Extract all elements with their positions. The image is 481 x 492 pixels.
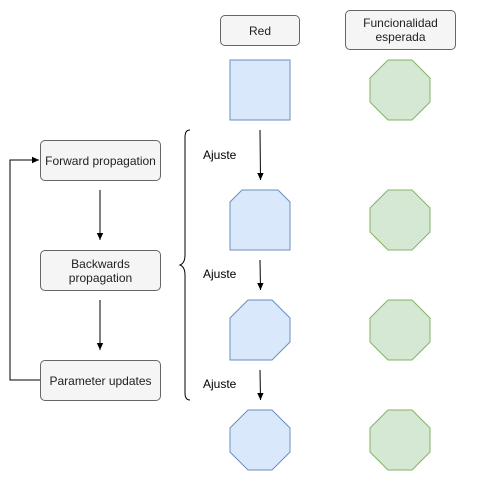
ajuste-label-2: Ajuste xyxy=(203,267,237,281)
header-funcionalidad-esperada: Funcionalidad esperada xyxy=(345,10,456,50)
network-shape-octagon xyxy=(229,409,291,471)
ajuste-label-1: Ajuste xyxy=(203,148,237,162)
expected-shape-octagon-4 xyxy=(369,409,431,471)
ajuste-arrow-2 xyxy=(257,259,264,291)
loop-brace xyxy=(178,129,191,401)
forward-propagation-box: Forward propagation xyxy=(40,140,161,181)
ajuste-arrow-1 xyxy=(257,129,264,181)
parameter-updates-box: Parameter updates xyxy=(40,360,161,401)
backwards-propagation-box: Backwards propagation xyxy=(40,250,161,291)
network-shape-cut-corners xyxy=(229,189,291,251)
ajuste-label-3: Ajuste xyxy=(203,377,237,391)
feedback-loop-arrow xyxy=(9,156,40,381)
ajuste-arrow-3 xyxy=(257,369,264,401)
header-red: Red xyxy=(220,15,300,46)
network-shape-square xyxy=(229,59,291,121)
expected-shape-octagon-3 xyxy=(369,299,431,361)
network-shape-partial-octagon xyxy=(229,299,291,361)
expected-shape-octagon-2 xyxy=(369,189,431,251)
expected-shape-octagon-1 xyxy=(369,59,431,121)
